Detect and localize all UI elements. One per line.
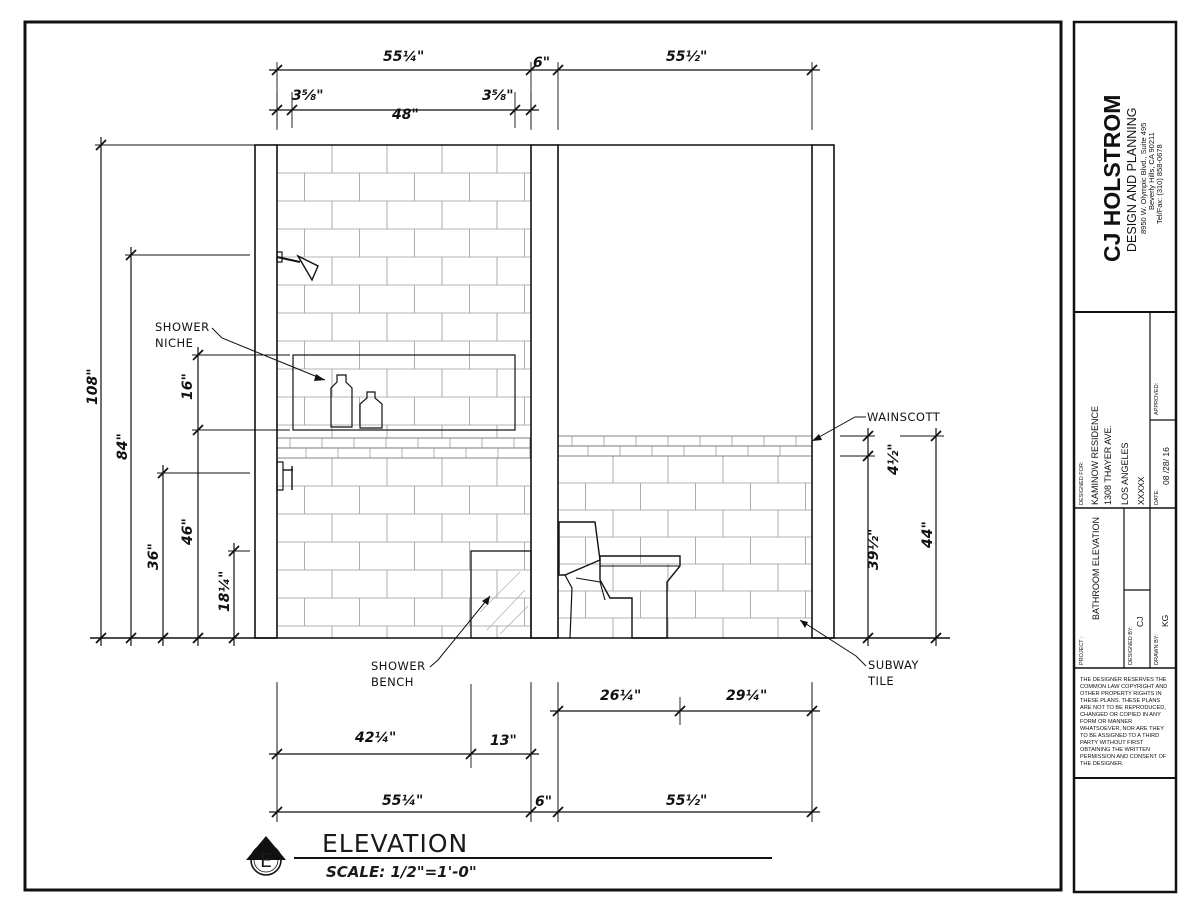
designed-by-value: CJ — [1135, 617, 1145, 627]
dimension-lines — [95, 62, 944, 822]
disclaimer-line: OBTAINING THE WRITTEN — [1080, 747, 1150, 753]
dim-top-inset-left: 3⅝" — [292, 88, 324, 104]
note-shower-niche-2: NICHE — [155, 336, 193, 350]
designed-for-label: DESIGNED FOR: — [1079, 461, 1085, 505]
left-wall-section — [254, 144, 278, 639]
title-block-border — [1072, 20, 1178, 894]
title-block: CJ HOLSTROM DESIGN AND PLANNING 8950 W. … — [1074, 95, 1176, 779]
dim-bottom-toilet-right: 29¼" — [726, 688, 767, 704]
dim-top-inner: 48" — [391, 107, 419, 123]
firm-name: CJ HOLSTROM — [1099, 95, 1125, 262]
note-subway-tile-1: SUBWAY — [868, 658, 919, 672]
project-label: PROJECT : — [1079, 636, 1085, 665]
drawn-by-value: KG — [1160, 615, 1170, 627]
dim-height-niche: 16" — [180, 373, 196, 400]
shower-valve-icon — [276, 461, 293, 491]
disclaimer-line: PARTY WITHOUT FIRST — [1080, 740, 1144, 746]
dim-top-right-overall: 55½" — [666, 49, 707, 65]
niche-bottles-icon — [330, 374, 383, 429]
firm-phone: Tel/Fax: (310) 858-0678 — [1155, 144, 1164, 224]
elevation-scale-text: SCALE: 1/2"=1'-0" — [326, 863, 477, 881]
cap-band-ticks — [289, 436, 813, 458]
client-city: LOS ANGELES — [1120, 442, 1130, 505]
shower-niche — [292, 354, 516, 431]
elevation-title: E ELEVATION SCALE: 1/2"=1'-0" — [246, 829, 772, 881]
dim-height-valve: 36" — [146, 543, 162, 570]
disclaimer-line: THE DESIGNER. — [1080, 761, 1124, 767]
note-shower-niche-1: SHOWER — [155, 320, 210, 334]
sheet-border — [23, 20, 1063, 892]
dimension-labels: 55¼" 6" 55½" 3⅝" 48" 3⅝" 108" 84" 16" 36… — [85, 49, 936, 810]
disclaimer-line: THE DESIGNER RESERVES THE — [1080, 677, 1167, 683]
firm-address-1: 8950 W. Olympic Blvd., Suite 495 — [1139, 123, 1148, 234]
designed-by-label: DESIGNED BY: — [1128, 626, 1134, 665]
dim-top-inset-right: 3⅝" — [482, 88, 514, 104]
disclaimer-line: WHATSOEVER, NOR ARE THEY — [1080, 726, 1164, 732]
wainscot-subway-tile — [558, 456, 812, 639]
disclaimer-line: CHANGED OR COPIED IN ANY — [1080, 712, 1161, 718]
disclaimer-line: TO BE ASSIGNED TO A THIRD — [1080, 733, 1159, 739]
firm-subtitle: DESIGN AND PLANNING — [1125, 108, 1139, 252]
disclaimer-line: PERMISSION AND CONSENT OF — [1080, 754, 1167, 760]
dim-wainscot-tile: 39½" — [866, 529, 882, 570]
disclaimer-line: ARE NOT TO BE REPRODUCED, — [1080, 705, 1166, 711]
dim-top-left-overall: 55¼" — [383, 49, 424, 65]
dim-bottom-toilet-left: 26¼" — [600, 688, 641, 704]
dim-bottom-left-overall: 55¼" — [382, 793, 423, 809]
project-name: BATHROOM ELEVATION — [1091, 517, 1101, 620]
dim-height-niche-base: 46" — [180, 518, 196, 546]
callouts: SHOWER NICHE WAINSCOTT SHOWER BENCH SUBW… — [155, 320, 941, 689]
note-subway-tile-2: TILE — [867, 674, 894, 688]
disclaimer-line: COMMON LAW COPYRIGHT AND — [1080, 684, 1167, 690]
shower-bench — [470, 550, 532, 639]
client-extra: XXXXX — [1136, 476, 1146, 505]
elevation-title-text: ELEVATION — [322, 829, 468, 858]
note-wainscott: WAINSCOTT — [867, 410, 941, 424]
client-name: KAMINOW RESIDENCE — [1090, 406, 1100, 505]
dim-bottom-bench: 13" — [490, 733, 517, 749]
right-wall-section — [811, 144, 835, 639]
dim-bottom-wall: 6" — [535, 794, 552, 810]
toilet-icon — [558, 521, 681, 639]
dim-bottom-bench-left: 42¼" — [354, 730, 396, 746]
shower-head-icon — [276, 251, 319, 282]
disclaimer-line: THESE PLANS. THESE PLANS — [1080, 698, 1160, 704]
drawn-by-label: DRAWN BY: — [1154, 634, 1160, 665]
dim-wainscot-cap: 4½" — [886, 443, 902, 476]
disclaimer-line: FORM OR MANNER — [1080, 719, 1132, 725]
dim-height-shower-head: 84" — [115, 433, 131, 460]
note-shower-bench-2: BENCH — [371, 675, 414, 689]
approved-label: APPROVED: — [1154, 382, 1160, 415]
dim-height-overall: 108" — [85, 368, 101, 405]
note-shower-bench-1: SHOWER — [371, 659, 426, 673]
dim-bottom-right-overall: 55½" — [666, 793, 707, 809]
center-wall-section — [530, 144, 559, 639]
disclaimer-line: OTHER PROPERTY RIGHTS IN — [1080, 691, 1162, 697]
dim-height-bench: 18¼" — [217, 571, 233, 612]
elevation-marker-letter: E — [260, 850, 272, 872]
firm-address-2: Beverly Hills, CA 90211 — [1147, 132, 1156, 210]
copyright-disclaimer: THE DESIGNER RESERVES THE COMMON LAW COP… — [1080, 677, 1167, 767]
dim-top-wall: 6" — [533, 55, 550, 71]
date-value: 08 /28/ 16 — [1161, 447, 1171, 485]
dim-wainscot-total: 44" — [920, 521, 936, 549]
shower-subway-tile — [277, 145, 531, 639]
date-label: DATE: — [1154, 489, 1160, 505]
client-street: 1308 THAYER AVE. — [1103, 425, 1113, 505]
